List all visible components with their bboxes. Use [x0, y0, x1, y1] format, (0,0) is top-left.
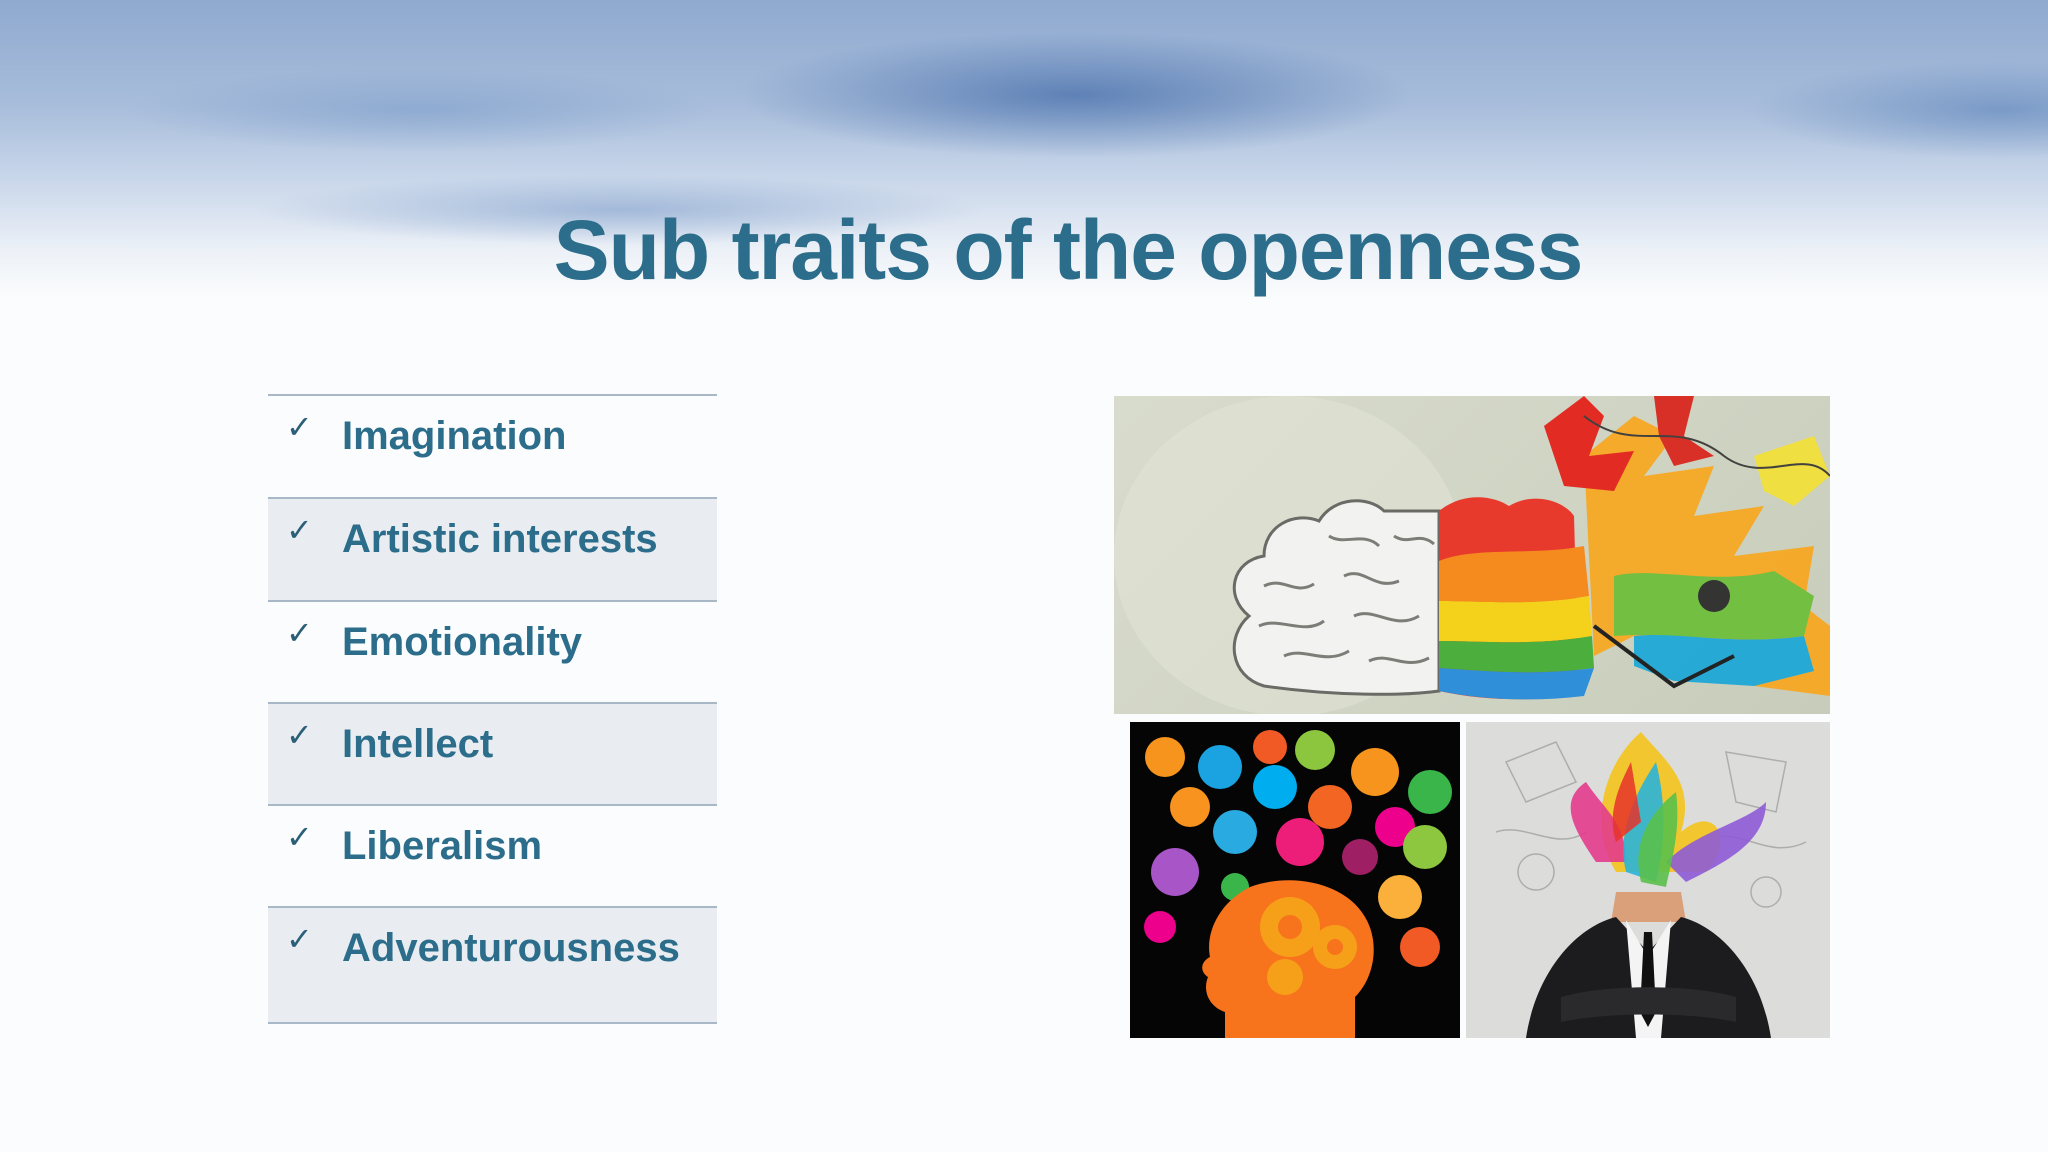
- list-item: ✓ Imagination: [268, 394, 717, 497]
- checkmark-icon: ✓: [286, 818, 313, 856]
- header-background: [0, 0, 2048, 300]
- list-item: ✓ Emotionality: [268, 600, 717, 702]
- traits-table: ✓ Imagination ✓ Artistic interests ✓ Emo…: [268, 394, 717, 1024]
- slide-title: Sub traits of the openness: [553, 203, 1584, 297]
- checkmark-icon: ✓: [286, 614, 313, 652]
- trait-label: Adventurousness: [342, 926, 680, 970]
- checkmark-icon: ✓: [286, 511, 313, 549]
- trait-label: Intellect: [342, 722, 494, 766]
- image-collage: [1110, 392, 1830, 1050]
- list-item: ✓ Liberalism: [268, 804, 717, 906]
- list-item: ✓ Intellect: [268, 702, 717, 804]
- head-icons-image: [1130, 722, 1460, 1038]
- colorful-brain-image: [1114, 396, 1830, 714]
- trait-label: Artistic interests: [342, 517, 658, 561]
- list-item: ✓ Artistic interests: [268, 497, 717, 600]
- trait-label: Emotionality: [342, 620, 583, 664]
- checkmark-icon: ✓: [286, 716, 313, 754]
- checkmark-icon: ✓: [286, 920, 313, 958]
- trait-label: Liberalism: [342, 824, 543, 868]
- trait-label: Imagination: [342, 414, 567, 458]
- list-item: ✓ Adventurousness: [268, 906, 717, 1024]
- checkmark-icon: ✓: [286, 408, 313, 446]
- businessman-image: [1466, 722, 1830, 1038]
